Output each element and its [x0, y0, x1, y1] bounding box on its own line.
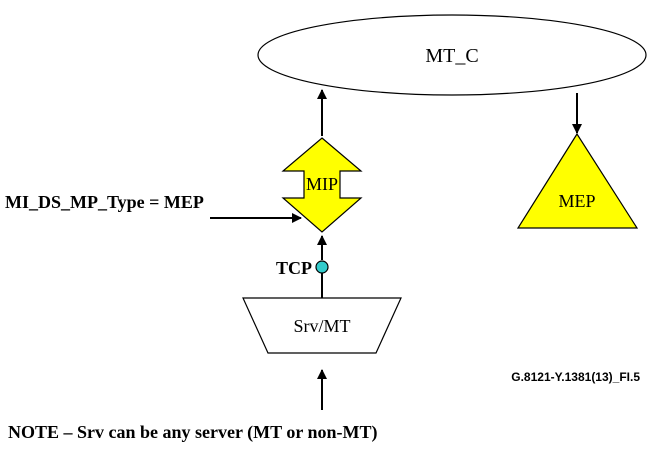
mt-c-node: MT_C: [257, 14, 647, 96]
srv-mt-label: Srv/MT: [293, 316, 350, 336]
mip-shape: [281, 137, 363, 233]
mep-label: MEP: [558, 191, 595, 211]
srv-mt-trapezoid: [242, 297, 402, 354]
mi-ds-mp-type-label: MI_DS_MP_Type = MEP: [5, 192, 204, 212]
mip-node: MIP: [281, 137, 363, 233]
mep-triangle: [516, 132, 639, 229]
srv-mt-node: Srv/MT: [242, 297, 402, 354]
note-text: NOTE – Srv can be any server (MT or non-…: [8, 422, 378, 443]
mt-c-ellipse: [257, 14, 647, 96]
mip-label: MIP: [306, 174, 338, 194]
mt-c-label: MT_C: [425, 45, 478, 67]
figure-id: G.8121-Y.1381(13)_FI.5: [511, 370, 640, 384]
tcp-circle: [315, 260, 329, 274]
tcp-label: TCP: [276, 258, 312, 278]
mep-node: MEP: [516, 132, 639, 229]
tcp-point: TCP: [276, 258, 329, 278]
